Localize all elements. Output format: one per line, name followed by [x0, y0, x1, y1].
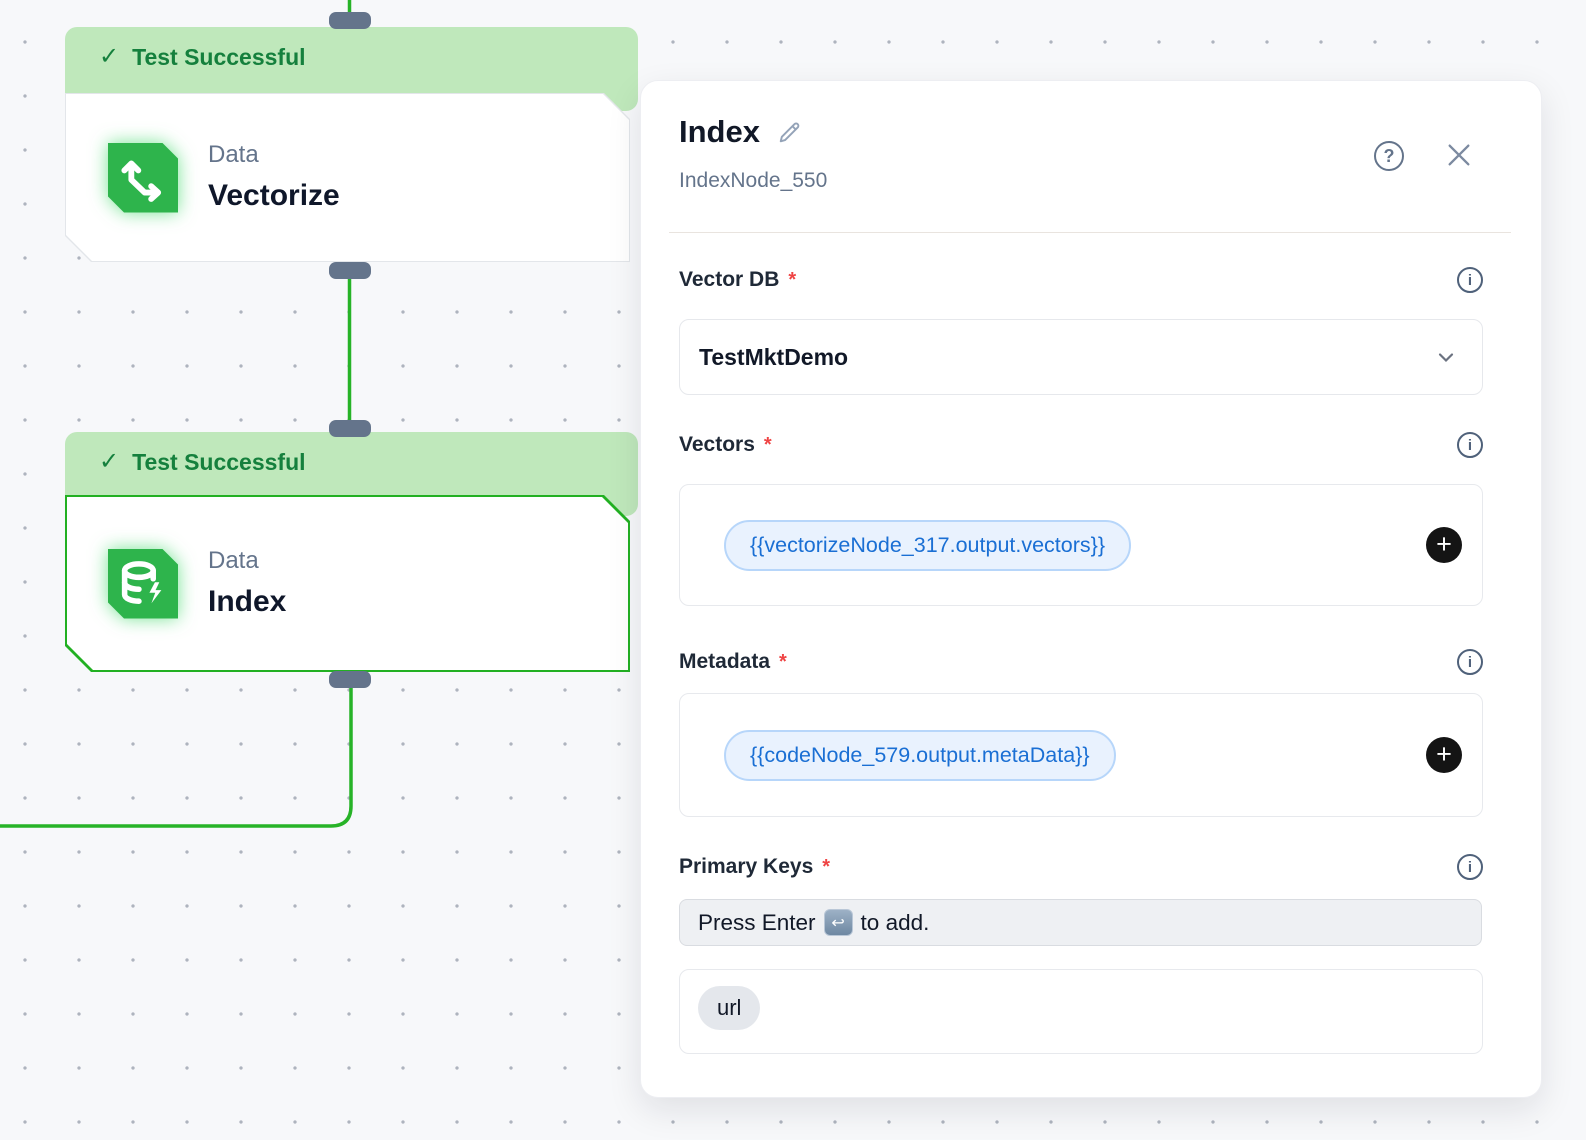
add-vector-button[interactable]: +	[1426, 527, 1462, 563]
header-divider	[669, 232, 1511, 233]
node-id-label: IndexNode_550	[679, 169, 828, 192]
chevron-down-icon	[1438, 353, 1454, 363]
field-label: Primary Keys	[679, 855, 814, 878]
node-vectorize[interactable]: Data Vectorize	[65, 93, 630, 262]
primary-keys-input[interactable]: Press Enter ↩ to add.	[679, 899, 1482, 946]
metadata-label-row: Metadata * i	[679, 649, 1483, 675]
port-index-input[interactable]	[329, 420, 371, 437]
required-marker: *	[779, 650, 787, 673]
enter-key-icon: ↩	[823, 909, 853, 936]
primary-key-tag[interactable]: url	[698, 986, 761, 1030]
primary-keys-label-row: Primary Keys * i	[679, 854, 1483, 880]
node-category: Data	[208, 547, 259, 575]
database-bolt-icon	[108, 549, 178, 619]
panel-title: Index	[679, 114, 760, 149]
info-icon[interactable]: i	[1457, 854, 1483, 880]
help-icon[interactable]: ?	[1374, 141, 1404, 171]
edit-pencil-icon[interactable]	[776, 119, 803, 146]
required-marker: *	[822, 855, 831, 878]
field-label: Vectors	[679, 433, 755, 456]
port-vectorize-output[interactable]	[329, 262, 371, 279]
check-icon: ✓	[99, 448, 120, 475]
node-category: Data	[208, 141, 259, 169]
metadata-token-chip[interactable]: {{codeNode_579.output.metaData}}	[724, 729, 1116, 781]
status-text: Test Successful	[132, 44, 306, 70]
vectors-token-chip[interactable]: {{vectorizeNode_317.output.vectors}}	[724, 519, 1132, 571]
field-label: Vector DB	[679, 268, 780, 291]
primary-keys-tags: url	[679, 969, 1483, 1054]
field-label: Metadata	[679, 650, 771, 673]
node-index[interactable]: Data Index	[65, 495, 630, 672]
required-marker: *	[788, 268, 797, 291]
placeholder-suffix: to add.	[860, 909, 930, 935]
node-config-panel: Index IndexNode_550 ? Vector DB * i Test…	[640, 80, 1542, 1098]
info-icon[interactable]: i	[1457, 267, 1483, 293]
wire-index-output	[0, 680, 353, 828]
required-marker: *	[763, 433, 772, 456]
node-title: Vectorize	[208, 178, 340, 212]
vector-db-select[interactable]: TestMktDemo	[679, 319, 1483, 395]
node-title: Index	[208, 584, 287, 618]
check-icon: ✓	[99, 43, 120, 70]
placeholder-prefix: Press Enter	[698, 909, 816, 935]
info-icon[interactable]: i	[1457, 649, 1483, 675]
vectors-label-row: Vectors * i	[679, 432, 1483, 458]
vectors-field[interactable]: {{vectorizeNode_317.output.vectors}} +	[679, 484, 1483, 606]
vector-db-label-row: Vector DB * i	[679, 267, 1483, 293]
metadata-field[interactable]: {{codeNode_579.output.metaData}} +	[679, 693, 1483, 817]
vector-db-value: TestMktDemo	[699, 343, 849, 370]
status-text: Test Successful	[132, 449, 306, 475]
vectorize-axes-icon	[108, 143, 178, 213]
close-icon[interactable]	[1445, 141, 1473, 169]
port-index-output[interactable]	[329, 671, 371, 688]
info-icon[interactable]: i	[1457, 432, 1483, 458]
add-metadata-button[interactable]: +	[1426, 737, 1462, 773]
port-vectorize-input[interactable]	[329, 12, 371, 29]
